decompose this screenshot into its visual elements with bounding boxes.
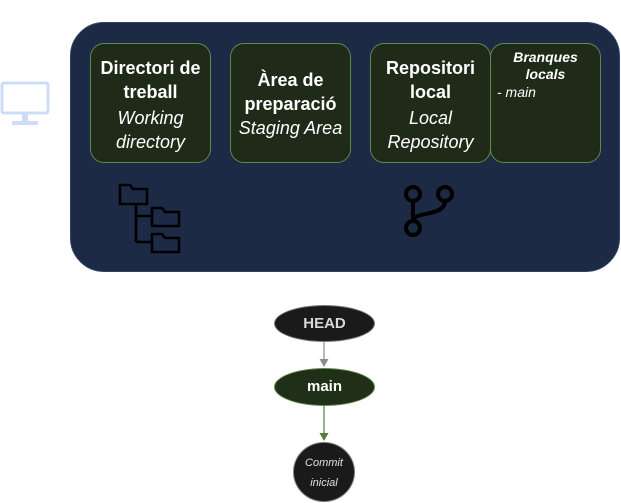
head-node: HEAD [274,305,375,342]
local-branches-item: - main [497,84,536,100]
local-repository-subtitle: Local Repository [387,108,474,152]
computer-icon [0,81,50,125]
working-directory-subtitle: Working directory [115,108,186,152]
main-label: main [306,378,342,395]
local-repository-title: Repositori local [385,58,475,102]
local-branches-title: Branques locals [513,49,578,82]
staging-area-box: Àrea de preparació Staging Area [230,43,351,163]
local-repository-box: Repositori local Local Repository [370,43,491,163]
staging-area-title: Àrea de preparació [244,70,337,114]
commit-label: Commit inicial [305,457,343,489]
main-branch-node: main [274,368,375,406]
working-directory-box: Directori de treball Working directory [90,43,211,163]
folder-tree-icon [118,183,181,254]
git-branch-icon [404,185,454,237]
working-directory-title: Directori de treball [100,58,201,102]
local-branches-box: Branques locals - main [490,43,601,163]
staging-area-subtitle: Staging Area [238,118,343,138]
initial-commit-node: Commit inicial [293,442,355,502]
head-label: HEAD [303,315,346,332]
